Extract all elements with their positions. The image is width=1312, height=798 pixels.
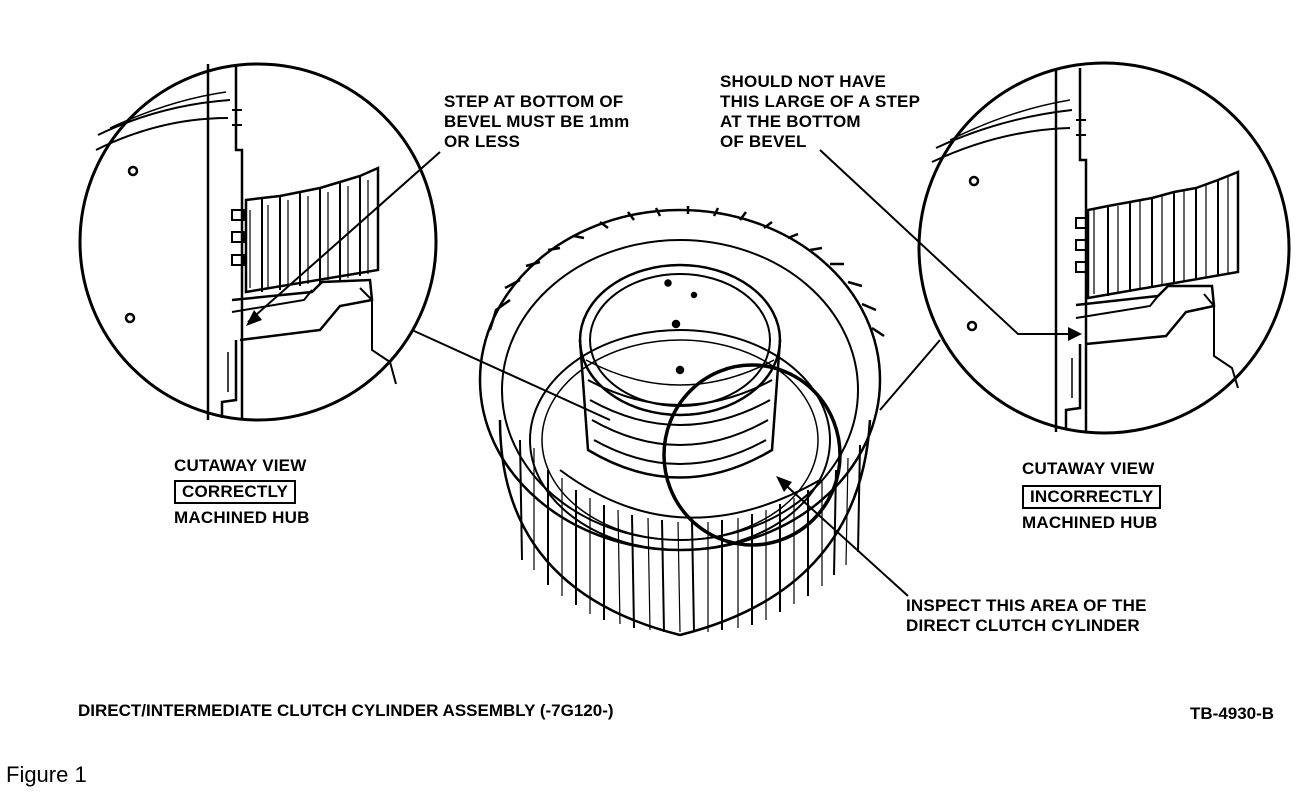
left-cutaway-caption: CUTAWAY VIEW CORRECTLY MACHINED HUB — [174, 456, 310, 528]
inspect-arrowhead — [776, 476, 792, 492]
right-caption-line3: MACHINED HUB — [1022, 513, 1158, 532]
left-caption-line3: MACHINED HUB — [174, 508, 310, 527]
right-arrowhead — [1068, 327, 1082, 341]
left-cutaway-view-circle — [78, 62, 438, 422]
inspect-leader-line — [779, 479, 909, 597]
clutch-cylinder-drawing — [478, 206, 885, 637]
right-cutaway-caption: CUTAWAY VIEW INCORRECTLY MACHINED HUB — [1022, 459, 1162, 533]
reference-code: TB-4930-B — [1190, 704, 1275, 723]
left-step-note: STEP AT BOTTOM OF BEVEL MUST BE 1mm OR L… — [444, 92, 630, 151]
assembly-title: DIRECT/INTERMEDIATE CLUTCH CYLINDER ASSE… — [78, 701, 614, 720]
incorrectly-badge: INCORRECTLY — [1022, 485, 1162, 509]
left-arrowhead — [246, 310, 262, 326]
right-connector-line — [879, 339, 941, 411]
correctly-badge: CORRECTLY — [174, 480, 297, 504]
figure-label: Figure 1 — [6, 762, 87, 787]
left-connector-line — [411, 329, 611, 421]
right-leader-line — [819, 149, 1078, 335]
left-leader-line — [247, 151, 441, 323]
right-cutaway-view-circle — [917, 61, 1291, 435]
right-step-note: SHOULD NOT HAVE THIS LARGE OF A STEP AT … — [720, 72, 921, 151]
left-caption-line1: CUTAWAY VIEW — [174, 456, 307, 475]
inspect-area-note: INSPECT THIS AREA OF THE DIRECT CLUTCH C… — [906, 596, 1147, 635]
right-caption-line1: CUTAWAY VIEW — [1022, 459, 1155, 478]
